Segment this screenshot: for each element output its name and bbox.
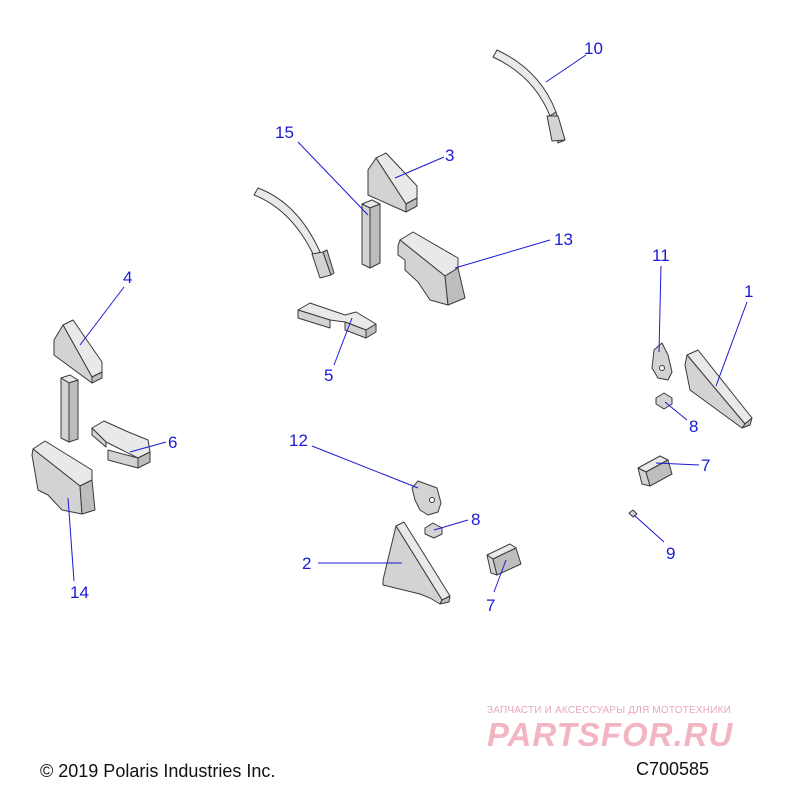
part-2-triangle-block — [382, 521, 451, 605]
leader-8-right — [664, 401, 688, 421]
leader-8-center — [433, 519, 469, 531]
part-14-large-block — [31, 440, 96, 515]
callout-9: 9 — [666, 544, 675, 563]
leader-7-center — [493, 559, 507, 593]
curved-strip-center — [253, 187, 335, 279]
part-13-large-block — [397, 231, 466, 306]
callout-14: 14 — [70, 583, 89, 602]
part-7-pad-right — [637, 455, 673, 487]
callout-1: 1 — [744, 282, 753, 301]
part-5-zigzag-block — [297, 302, 377, 339]
leader-10 — [545, 54, 587, 83]
callout-11: 11 — [652, 246, 670, 265]
leader-4 — [79, 286, 125, 346]
drawing-id: C700585 — [636, 759, 710, 779]
part-7-pad-center — [486, 543, 522, 576]
callout-3: 3 — [445, 146, 454, 165]
leader-3 — [394, 156, 445, 179]
part-1-wedge-block — [684, 349, 753, 429]
part-10-curved-strip — [492, 49, 566, 144]
part-12-bracket — [411, 480, 442, 516]
copyright-notice: © 2019 Polaris Industries Inc. — [40, 761, 276, 781]
callout-4: 4 — [123, 268, 132, 287]
part-11-bracket — [651, 342, 673, 381]
leader-14 — [67, 497, 75, 582]
leader-9 — [633, 514, 665, 543]
callout-numbers: 10 3 15 13 5 4 6 14 11 1 8 7 9 12 8 2 7 — [70, 39, 753, 615]
leader-7-right — [655, 462, 700, 466]
callout-5: 5 — [324, 366, 333, 385]
vertical-bar-left — [60, 374, 79, 443]
part-4-wedge-block — [53, 319, 103, 384]
watermark-logo: PARTSFOR.RU — [487, 716, 734, 753]
part-8-clip-right — [655, 392, 673, 410]
callout-7-right: 7 — [701, 456, 710, 475]
leader-11 — [658, 265, 662, 353]
leader-5 — [333, 317, 353, 366]
leader-6 — [129, 441, 167, 453]
leader-lines — [67, 54, 748, 593]
watermark-tagline: ЗАПЧАСТИ И АКСЕССУАРЫ ДЛЯ МОТОТЕХНИКИ — [487, 705, 732, 716]
callout-13: 13 — [554, 230, 573, 249]
callout-8-center: 8 — [471, 510, 480, 529]
leader-13 — [454, 239, 551, 269]
part-15-vertical-bar — [361, 199, 381, 269]
callout-6: 6 — [168, 433, 177, 452]
leader-12 — [311, 445, 419, 489]
callout-7-center: 7 — [486, 596, 495, 615]
part-8-clip-center — [424, 522, 443, 539]
part-3-wedge-block — [367, 152, 418, 213]
leader-1 — [715, 301, 748, 387]
callout-10: 10 — [584, 39, 603, 58]
leader-15 — [297, 141, 369, 216]
callout-15: 15 — [275, 123, 294, 142]
part-6-t-block — [91, 420, 151, 469]
callout-2: 2 — [302, 554, 311, 573]
callout-8-right: 8 — [689, 417, 698, 436]
callout-12: 12 — [289, 431, 308, 450]
